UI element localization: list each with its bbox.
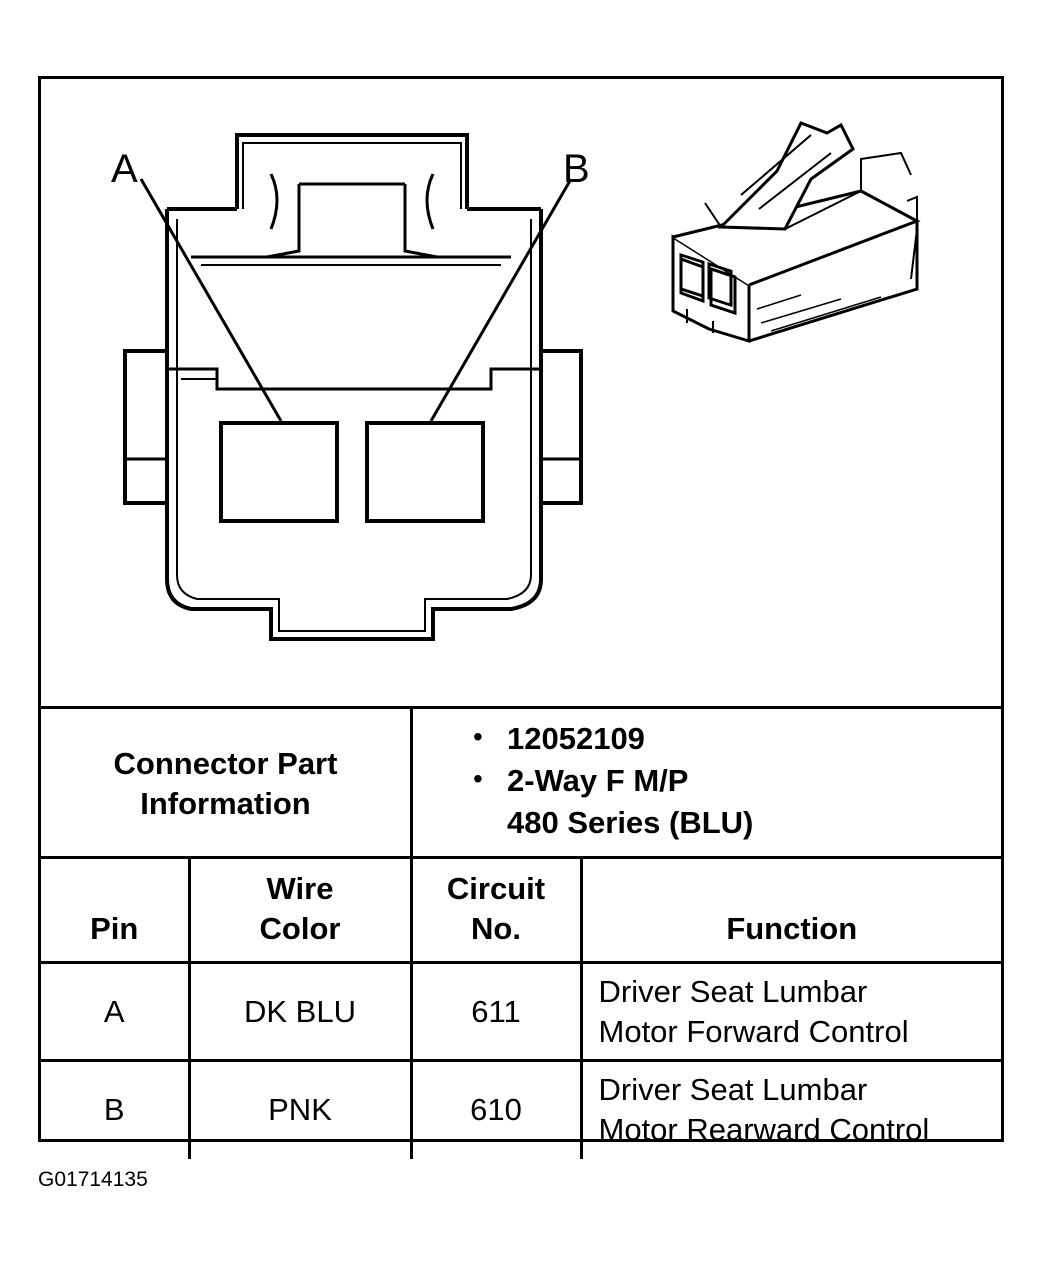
connector-info-values: • 12052109 • 2-Way F M/P 480 Series (BLU… bbox=[413, 709, 1001, 859]
figure-id: G01714135 bbox=[38, 1168, 148, 1191]
diagram-frame: A B Connector Part bbox=[38, 76, 1007, 1159]
connector-info-row: Connector Part Information • 12052109 • … bbox=[41, 706, 1001, 859]
cell-pin: A bbox=[41, 961, 191, 1062]
header-pin: Pin bbox=[41, 856, 191, 964]
bullet-icon: • bbox=[473, 763, 483, 794]
pin-b-callout: B bbox=[563, 147, 590, 191]
bullet-icon: • bbox=[473, 721, 483, 752]
table-row: A DK BLU 611 Driver Seat Lumbar Motor Fo… bbox=[41, 961, 1001, 1062]
connector-info-label: Connector Part Information bbox=[41, 709, 413, 859]
cell-pin: B bbox=[41, 1059, 191, 1159]
pin-table: Pin Wire Color Circuit No. Function A DK… bbox=[41, 856, 1001, 1159]
cell-function: Driver Seat Lumbar Motor Forward Control bbox=[579, 961, 1001, 1062]
cell-wire-color: PNK bbox=[187, 1059, 413, 1159]
connector-drawing-area: A B bbox=[41, 79, 1007, 709]
header-function: Function bbox=[579, 856, 1001, 964]
cell-wire-color: DK BLU bbox=[187, 961, 413, 1062]
table-row: B PNK 610 Driver Seat Lumbar Motor Rearw… bbox=[41, 1059, 1001, 1159]
cell-function: Driver Seat Lumbar Motor Rearward Contro… bbox=[579, 1059, 1001, 1159]
cell-circuit: 611 bbox=[409, 961, 583, 1062]
connector-face-view bbox=[123, 133, 583, 641]
pin-a-callout: A bbox=[111, 147, 138, 191]
part-number: 12052109 bbox=[507, 721, 645, 756]
connector-info-label-line1: Connector Part bbox=[113, 746, 338, 781]
table-header-row: Pin Wire Color Circuit No. Function bbox=[41, 856, 1001, 964]
cell-circuit: 610 bbox=[409, 1059, 583, 1159]
connector-info-label-line2: Information bbox=[140, 786, 311, 821]
connector-description-line1: 2-Way F M/P bbox=[507, 763, 689, 798]
connector-isometric-view bbox=[671, 121, 921, 344]
header-wire-color: Wire Color bbox=[187, 856, 413, 964]
header-circuit-no: Circuit No. bbox=[409, 856, 583, 964]
connector-description-line2: 480 Series (BLU) bbox=[507, 805, 754, 840]
